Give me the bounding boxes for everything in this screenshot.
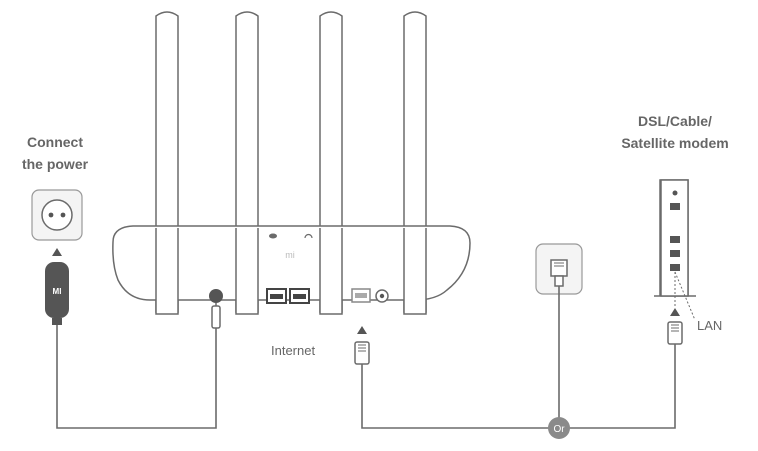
lan-callout-line — [674, 271, 696, 321]
router-logo: mi — [285, 250, 295, 260]
ethernet-plug-wan — [354, 341, 370, 365]
power-title-line2: the power — [21, 156, 89, 172]
power-cable — [56, 325, 217, 429]
power-title-line1: Connect — [27, 134, 83, 150]
dc-plug — [211, 303, 221, 329]
ethernet-plug-modem — [667, 321, 683, 345]
modem-title-line2: Satellite modem — [621, 135, 729, 151]
svg-text:Or: Or — [553, 424, 565, 435]
lan-label: LAN — [697, 318, 723, 333]
arrow-up-icon — [670, 308, 680, 316]
arrow-up-icon — [52, 248, 62, 256]
power-port — [209, 289, 223, 303]
power-socket — [31, 189, 83, 241]
or-badge: Or — [548, 417, 570, 439]
internet-cable — [361, 344, 676, 429]
wall-ethernet-outlet — [535, 243, 583, 295]
modem-title: DSL/Cable/ Satellite modem — [600, 110, 750, 154]
internet-label: Internet — [271, 343, 316, 358]
status-light-icon — [269, 233, 277, 239]
modem-title-line1: DSL/Cable/ — [638, 113, 712, 129]
reset-icon — [304, 233, 313, 239]
antenna-bases — [155, 228, 427, 315]
svg-text:MI: MI — [53, 287, 62, 296]
power-title: Connect the power — [10, 131, 100, 175]
lan-ports — [266, 288, 310, 304]
arrow-up-icon — [357, 326, 367, 334]
modem — [654, 179, 696, 297]
router-body — [112, 225, 471, 301]
power-adapter: MI — [45, 262, 69, 325]
